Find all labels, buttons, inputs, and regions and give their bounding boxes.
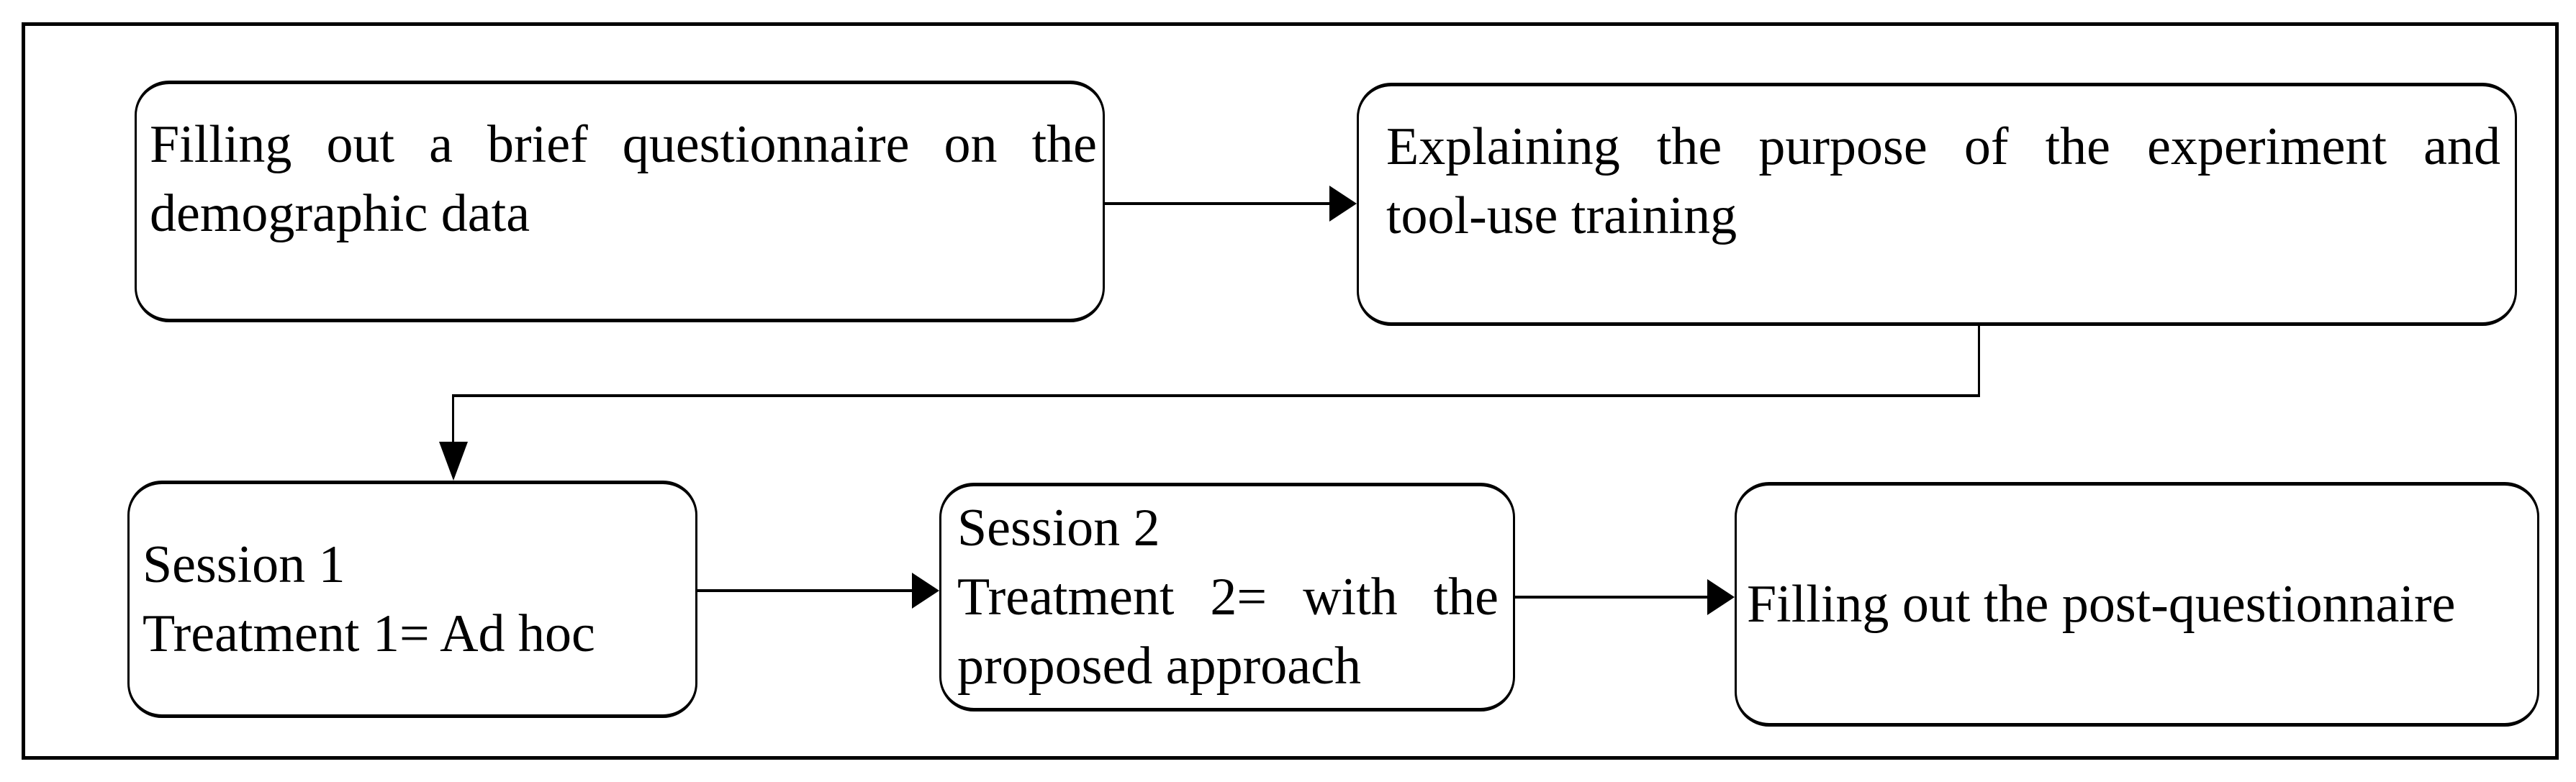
box-text-line: proposed approach (957, 637, 1361, 696)
box-text-line: Filling out a brief questionnaire on the (150, 115, 1097, 174)
arrowhead-right-icon (1707, 579, 1735, 615)
box-text-line: Treatment 1= Ad hoc (143, 604, 595, 663)
flow-box-session2: Session 2 Treatment 2= with the proposed… (939, 483, 1515, 711)
arrowhead-right-icon (912, 573, 939, 609)
flow-box-explaining-purpose: Explaining the purpose of the experiment… (1357, 83, 2517, 326)
arrow-shaft (697, 589, 912, 592)
box-text-line: demographic data (150, 184, 530, 243)
connector-horizontal-segment (452, 394, 1980, 397)
box-text-line: tool-use training (1386, 186, 1737, 245)
box-text-line: Treatment 2= with the (957, 568, 1499, 627)
flow-box-demographic-questionnaire: Filling out a brief questionnaire on the… (135, 81, 1105, 322)
box-text-line: Explaining the purpose of the experiment… (1386, 117, 2500, 176)
box-text-line: Session 2 (957, 499, 1160, 558)
arrow-shaft (1105, 202, 1329, 205)
arrowhead-right-icon (1329, 186, 1357, 222)
box-text-line: Session 1 (143, 535, 345, 594)
flow-box-session1: Session 1 Treatment 1= Ad hoc (127, 481, 697, 718)
connector-vertical-segment (1978, 324, 1980, 396)
box-text-line: Filling out the post-questionnaire (1747, 575, 2456, 634)
flow-box-post-questionnaire: Filling out the post-questionnaire (1735, 482, 2539, 727)
arrowhead-down-icon (439, 442, 468, 481)
arrow-shaft (1515, 596, 1707, 599)
connector-vertical-segment (452, 397, 454, 446)
outer-border (22, 22, 2559, 760)
